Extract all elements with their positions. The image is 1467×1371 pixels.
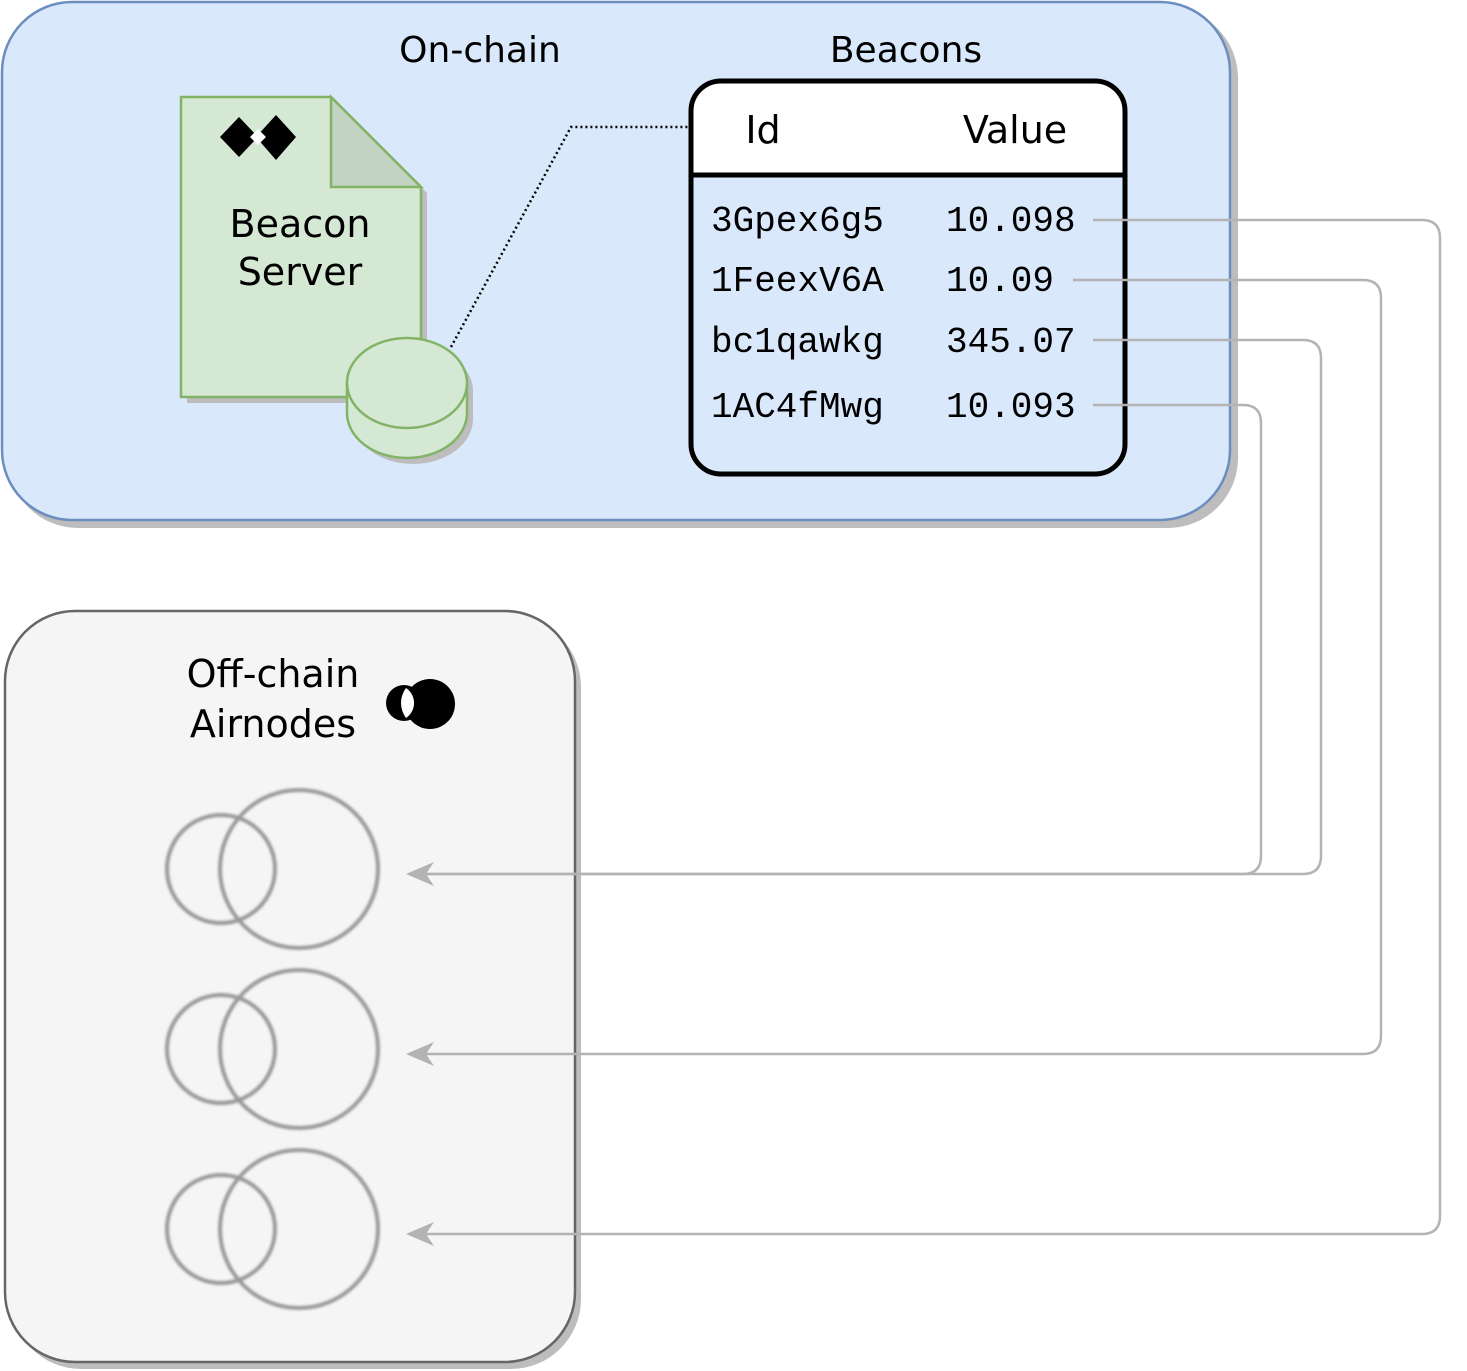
- beacons-table-header: [691, 81, 1125, 175]
- beacon-value: 10.093: [946, 387, 1076, 428]
- table-row: 1AC4fMwg 10.093: [711, 387, 1076, 428]
- table-row: 1FeexV6A 10.09: [711, 261, 1054, 302]
- server-to-beacons-link: [449, 125, 689, 348]
- arrowhead-airnode-3: [406, 1222, 434, 1246]
- connectors: [412, 218, 1442, 1236]
- beacons-table: Beacons Id Value 3Gpex6g5 10.098 1FeexV6…: [688, 30, 1128, 477]
- on-chain-title: On-chain: [399, 30, 561, 71]
- beacon-id: 1FeexV6A: [711, 261, 884, 302]
- airnode-node-1: [165, 788, 380, 950]
- beacon-value: 10.098: [946, 201, 1076, 242]
- connector-row-3: [412, 338, 1323, 876]
- database-icon: [345, 336, 473, 464]
- beacon-server: Beacon Server: [179, 93, 427, 403]
- connector-row-1: [412, 218, 1442, 1236]
- connector-arrowheads: [406, 862, 434, 1246]
- airnode-node-2: [165, 968, 380, 1130]
- beacon-value: 345.07: [946, 322, 1076, 363]
- off-chain-label-line2: Airnodes: [190, 702, 356, 746]
- beacon-id: 3Gpex6g5: [711, 201, 884, 242]
- off-chain-label-line1: Off-chain: [187, 652, 360, 696]
- beacons-title: Beacons: [830, 30, 982, 71]
- connector-row-2: [412, 278, 1383, 1056]
- airnode-node-3: [165, 1148, 380, 1310]
- arrowhead-airnode-2: [406, 1042, 434, 1066]
- airnode-logo-icon: [386, 679, 455, 729]
- connector-row-4: [412, 403, 1263, 876]
- beacon-value: 10.09: [946, 261, 1054, 302]
- column-header-id: Id: [745, 108, 780, 152]
- beacon-server-label-line1: Beacon: [230, 202, 371, 246]
- table-row: 3Gpex6g5 10.098: [711, 201, 1076, 242]
- arrowhead-airnode-1: [406, 862, 434, 886]
- beacon-server-label-line2: Server: [238, 250, 363, 294]
- off-chain-box: [3, 609, 577, 1364]
- beacon-id: 1AC4fMwg: [711, 387, 884, 428]
- table-row: bc1qawkg 345.07: [711, 322, 1076, 363]
- api3-logo-icon: [220, 115, 296, 160]
- beacon-id: bc1qawkg: [711, 322, 884, 363]
- column-header-value: Value: [963, 108, 1067, 152]
- off-chain-container: Off-chain Airnodes: [3, 609, 581, 1369]
